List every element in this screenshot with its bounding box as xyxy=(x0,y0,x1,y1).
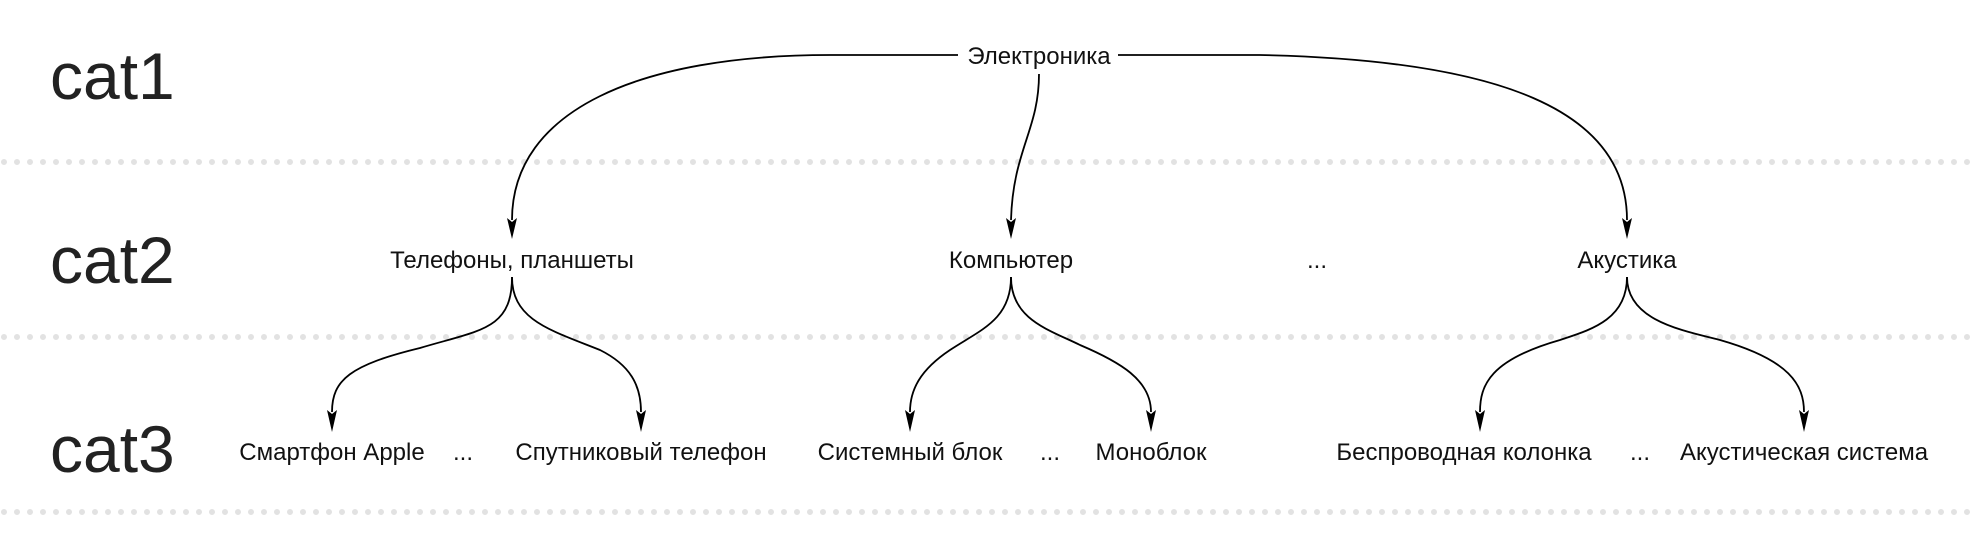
node-cat2: Телефоны, планшеты xyxy=(390,247,634,274)
arrow-head-icon xyxy=(507,218,517,239)
arrow-head-icon xyxy=(1799,410,1809,432)
arrow-head-icon xyxy=(327,410,337,432)
node-cat3: Спутниковый телефон xyxy=(515,439,766,466)
node-cat2-ellipsis: ... xyxy=(1307,247,1327,274)
node-cat3-ellipsis: ... xyxy=(1630,439,1650,466)
node-cat2: Компьютер xyxy=(949,247,1073,274)
arrow-head-icon xyxy=(1475,410,1485,432)
level-label-cat2: cat2 xyxy=(50,223,175,297)
node-cat3: Системный блок xyxy=(818,439,1003,466)
node-cat3-ellipsis: ... xyxy=(453,439,473,466)
arrowheads xyxy=(327,218,1809,432)
level-label-cat1: cat1 xyxy=(50,39,175,113)
node-root: Электроника xyxy=(967,43,1111,70)
level-label-cat3: cat3 xyxy=(50,412,175,486)
arrow-head-icon xyxy=(1146,410,1156,432)
node-cat3-ellipsis: ... xyxy=(1040,439,1060,466)
arrow-head-icon xyxy=(905,410,915,432)
arrow-head-icon xyxy=(1006,218,1016,239)
node-cat2: Акустика xyxy=(1577,247,1677,274)
edges-root xyxy=(511,54,1628,221)
node-cat3: Акустическая система xyxy=(1680,439,1929,466)
node-cat3: Моноблок xyxy=(1096,439,1208,466)
node-cat3: Смартфон Apple xyxy=(239,439,424,466)
arrow-head-icon xyxy=(636,410,646,432)
node-cat3: Беспроводная колонка xyxy=(1336,439,1592,466)
arrow-head-icon xyxy=(1622,218,1632,239)
edges-cat2 xyxy=(331,276,1805,413)
